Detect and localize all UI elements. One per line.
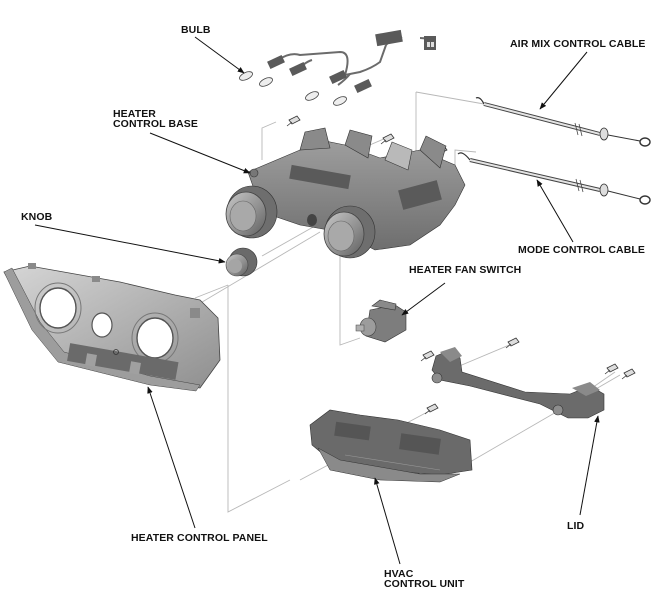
mode-control-cable: [457, 152, 651, 205]
label-hvac-control-unit-line1: HVAC: [384, 568, 414, 580]
label-hvac-control-unit-line2: CONTROL UNIT: [384, 578, 465, 590]
heater-fan-switch: [355, 299, 407, 343]
screw-icon: [505, 337, 520, 349]
label-heater-control-base-line2: CONTROL BASE: [113, 118, 198, 130]
screw-icon: [286, 115, 301, 127]
screw-icon: [604, 363, 619, 375]
label-air-mix-control-cable: AIR MIX CONTROL CABLE: [510, 38, 646, 50]
right-knob-housing: [323, 205, 376, 259]
label-heater-fan-switch: HEATER FAN SWITCH: [409, 264, 521, 276]
screw-icon: [424, 403, 439, 415]
air-mix-control-cable: [475, 97, 651, 147]
lid: [431, 347, 605, 419]
label-heater-control-panel: HEATER CONTROL PANEL: [131, 532, 268, 544]
left-knob-housing: [225, 185, 278, 239]
heater-control-panel: [3, 263, 221, 392]
screw-icon: [380, 133, 395, 145]
bulb-harness: [239, 29, 436, 106]
screw-icon: [621, 368, 636, 380]
knob: [225, 247, 258, 277]
labels: BULB AIR MIX CONTROL CABLE HEATER CONTRO…: [21, 24, 646, 590]
leader-lines: [34, 36, 600, 565]
label-mode-control-cable: MODE CONTROL CABLE: [518, 244, 645, 256]
bulb-icon: [239, 71, 347, 106]
heater-control-base: [225, 127, 466, 259]
screw-icon: [420, 350, 435, 362]
label-knob: KNOB: [21, 211, 53, 223]
label-bulb: BULB: [181, 24, 211, 36]
hvac-control-unit: [309, 409, 473, 483]
label-lid: LID: [567, 520, 585, 532]
label-heater-control-base-line1: HEATER: [113, 108, 156, 120]
